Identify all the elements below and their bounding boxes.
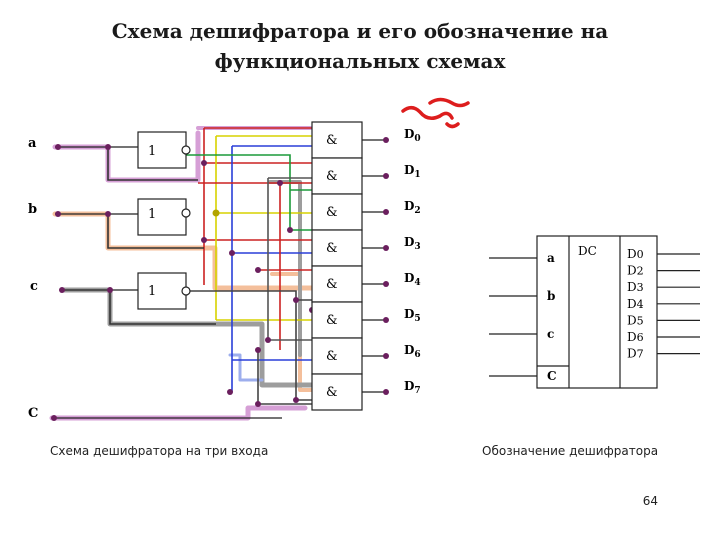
symbol-caption: Обозначение дешифратора (482, 444, 659, 458)
and-gate-3-label: & (326, 241, 338, 256)
symbol-input-0: a (547, 251, 555, 265)
wire-dark-1 (267, 177, 312, 341)
page-number: 64 (642, 494, 658, 508)
slide-title: Схема дешифратора и его обозначение на ф… (0, 16, 720, 76)
and-gate-column: & & & & & & & & (311, 121, 363, 411)
and-gate-2: & (311, 193, 363, 231)
blue-highlight (228, 353, 264, 382)
output-label-4: D4 (404, 271, 421, 288)
symbol-output-6: D7 (627, 347, 644, 361)
junction-dots (51, 144, 315, 421)
and-gate-3: & (311, 229, 363, 267)
wire-blue (231, 145, 312, 392)
symbol-input-1: b (547, 289, 555, 303)
and-gate-7-label: & (326, 385, 338, 400)
input-label-b: b (28, 202, 37, 217)
and-gate-1-label: & (326, 169, 338, 184)
and-gate-4: & (311, 265, 363, 303)
output-label-0: D0 (404, 127, 421, 144)
input-label-c: c (30, 279, 38, 294)
and-gate-6: & (311, 337, 363, 375)
symbol-output-2: D3 (627, 280, 644, 294)
gray-highlight-c (59, 287, 315, 388)
wire-dark-3 (257, 350, 312, 405)
not-gate-3-label: 1 (148, 284, 156, 299)
not-gate-2-label: 1 (148, 207, 156, 222)
output-label-6: D6 (404, 343, 421, 360)
symbol-output-0: D0 (627, 247, 644, 261)
wire-green (186, 154, 312, 231)
wire-yellow (215, 135, 312, 321)
and-gate-0-label: & (326, 133, 338, 148)
and-gate-7: & (311, 373, 363, 411)
output-label-7: D7 (404, 379, 421, 396)
symbol-output-1: D2 (627, 264, 644, 278)
symbol-output-5: D6 (627, 330, 644, 344)
input-label-strobe: C (28, 406, 38, 421)
title-line-2: функциональных схемах (214, 49, 506, 73)
output-label-2: D2 (404, 199, 421, 216)
pink-highlight-C (49, 405, 308, 421)
and-gate-4-label: & (326, 277, 338, 292)
output-label-1: D1 (404, 163, 421, 180)
connection-wires (107, 127, 312, 405)
title-line-1: Схема дешифратора и его обозначение на (111, 19, 609, 43)
symbol-input-2: c (547, 327, 554, 341)
symbol-input-3: C (547, 369, 557, 383)
input-label-a: a (28, 136, 37, 151)
dc-type-label: DC (578, 244, 597, 258)
symbol-output-4: D5 (627, 313, 644, 327)
and-gate-6-label: & (326, 349, 338, 364)
and-gate-1: & (311, 157, 363, 195)
symbol-output-3: D4 (627, 297, 644, 311)
wire-red-1 (203, 127, 312, 285)
and-gate-5: & (311, 301, 363, 339)
and-gate-0: & (311, 121, 363, 159)
red-scribble-mark (401, 97, 470, 129)
input-wires (52, 146, 282, 419)
not-gate-1: 1 (137, 131, 191, 169)
wire-input-to-gates (107, 147, 216, 325)
and-gate-5-label: & (326, 313, 338, 328)
not-gate-2: 1 (137, 198, 191, 236)
output-label-3: D3 (404, 235, 421, 252)
and-gate-2-label: & (326, 205, 338, 220)
output-label-5: D5 (404, 307, 421, 324)
not-gate-1-label: 1 (148, 144, 156, 159)
not-gate-3: 1 (137, 272, 191, 310)
schematic-caption: Схема дешифратора на три входа (50, 444, 269, 458)
